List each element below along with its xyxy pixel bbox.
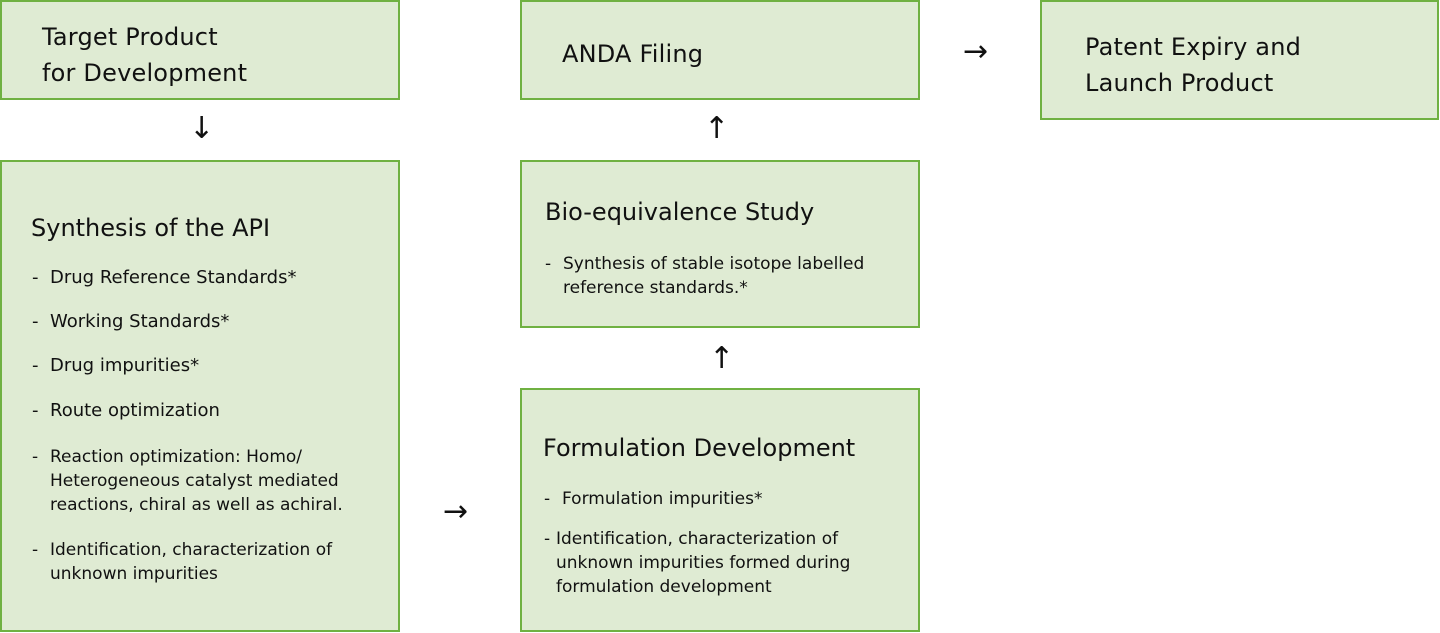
bioequivalence-heading: Bio-equivalence Study bbox=[545, 198, 815, 226]
arrow-down-icon: ↓ bbox=[189, 111, 215, 146]
list-item: -Synthesis of stable isotope labelled re… bbox=[545, 254, 865, 298]
bioequivalence-list: -Synthesis of stable isotope labelled re… bbox=[545, 252, 905, 300]
target-product-box: Target Product for Development bbox=[0, 0, 400, 100]
list-item: -Identification, characterization of unk… bbox=[32, 540, 333, 584]
synthesis-api-list: -Drug Reference Standards* -Working Stan… bbox=[32, 266, 392, 586]
arrow-right-icon: → bbox=[963, 34, 989, 69]
list-item: -Route optimization bbox=[32, 400, 220, 421]
synthesis-api-box: Synthesis of the API -Drug Reference Sta… bbox=[0, 160, 400, 632]
synthesis-api-heading: Synthesis of the API bbox=[31, 214, 271, 242]
arrow-right-icon: → bbox=[443, 494, 469, 529]
bioequivalence-box: Bio-equivalence Study -Synthesis of stab… bbox=[520, 160, 920, 328]
formulation-development-box: Formulation Development -Formulation imp… bbox=[520, 388, 920, 632]
list-item: -Working Standards* bbox=[32, 311, 230, 332]
patent-expiry-title-line1: Patent Expiry and bbox=[1085, 33, 1302, 61]
list-item: -Drug Reference Standards* bbox=[32, 267, 297, 288]
list-item: -Identification, characterization of unk… bbox=[544, 529, 851, 597]
formulation-development-list: -Formulation impurities* -Identification… bbox=[544, 487, 904, 599]
anda-filing-box: ANDA Filing bbox=[520, 0, 920, 100]
target-product-title: Target Product for Development bbox=[42, 19, 247, 91]
formulation-development-heading: Formulation Development bbox=[543, 434, 856, 462]
target-product-title-line1: Target Product bbox=[42, 23, 218, 51]
list-item: -Formulation impurities* bbox=[544, 489, 763, 509]
list-item: -Drug impurities* bbox=[32, 355, 200, 376]
patent-expiry-box: Patent Expiry and Launch Product bbox=[1040, 0, 1439, 120]
patent-expiry-title: Patent Expiry and Launch Product bbox=[1085, 29, 1301, 101]
anda-filing-title: ANDA Filing bbox=[562, 40, 704, 68]
list-item: -Reaction optimization: Homo/ Heterogene… bbox=[32, 447, 343, 515]
arrow-up-icon: ↑ bbox=[709, 341, 735, 376]
target-product-title-line2: for Development bbox=[42, 59, 248, 87]
patent-expiry-title-line2: Launch Product bbox=[1085, 69, 1274, 97]
arrow-up-icon: ↑ bbox=[704, 111, 730, 146]
